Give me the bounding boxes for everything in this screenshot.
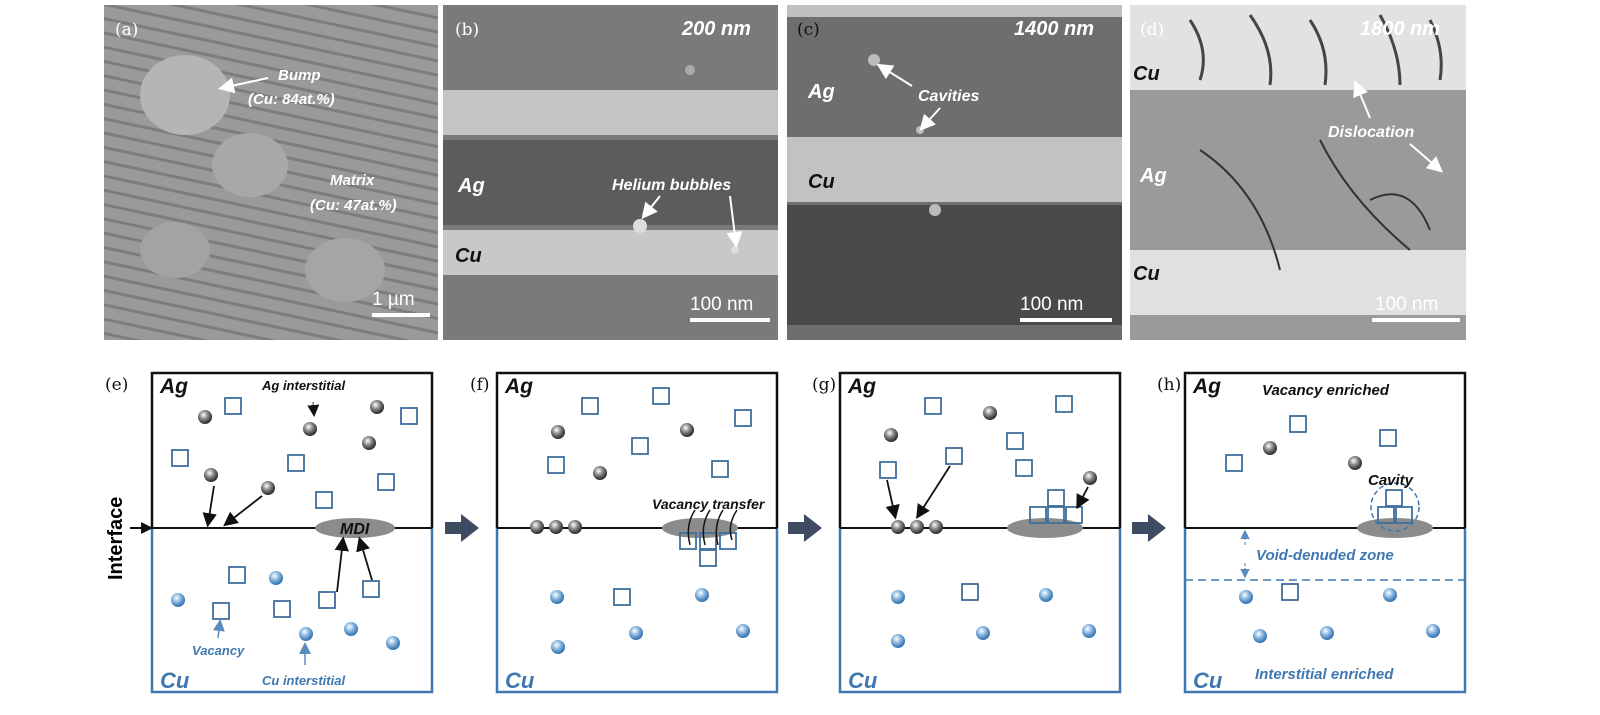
panel-c-label: (c) [797, 20, 820, 40]
depth-label: 1800 nm [1360, 18, 1440, 40]
void-denuded-zone-label: Void-denuded zone [1256, 547, 1394, 564]
helium-bubbles-label: Helium bubbles [612, 177, 731, 194]
panel-f-schematic: (f) Ag Vacancy transfer Cu [470, 371, 779, 694]
panel-a-sem-image: (a) Bump (Cu: 84at.%) Matrix (Cu: 47at.%… [104, 5, 438, 340]
panel-a-label: (a) [115, 20, 138, 40]
panel-d-tem-image: (d) 1800 nm Cu Ag Cu Dislocation 100 nm [1130, 5, 1466, 340]
cu-bottom-label: Cu [1133, 263, 1160, 285]
ag-label: Ag [159, 375, 188, 398]
cavity-outline [1370, 482, 1420, 532]
cavity-label: Cavity [1368, 472, 1414, 489]
ag-label: Ag [807, 81, 835, 103]
transition-arrows [445, 514, 1166, 542]
cavities-label: Cavities [918, 88, 979, 105]
cu-label: Cu [848, 668, 878, 693]
panel-b-label: (b) [455, 20, 479, 40]
cu-interstitials [171, 571, 400, 650]
interface-label: Interface [105, 497, 127, 580]
cu-top-label: Cu [1133, 63, 1160, 85]
ag-label: Ag [504, 375, 533, 398]
depth-label: 200 nm [681, 18, 751, 40]
arrow-right-icon [445, 514, 479, 542]
depth-label: 1400 nm [1014, 18, 1094, 40]
ag-interstitials [198, 400, 384, 495]
vacancy-transfer-label: Vacancy transfer [652, 496, 766, 512]
ag-label: Ag [457, 175, 485, 197]
cu-label: Cu [1193, 668, 1223, 693]
panel-c-tem-image: (c) 1400 nm Ag Cu Cavities 100 nm [787, 5, 1122, 340]
cu-label: Cu [160, 668, 190, 693]
mdi-label: MDI [340, 521, 370, 538]
vacancy-label: Vacancy [192, 643, 245, 658]
dislocation-label: Dislocation [1328, 124, 1414, 141]
mdi-region [315, 518, 395, 538]
interstitial-enriched-label: Interstitial enriched [1255, 666, 1394, 683]
cu-interstitial-label: Cu interstitial [262, 673, 345, 688]
panel-d-label: (d) [1140, 20, 1164, 40]
scale-bar-label: 1 µm [372, 289, 415, 310]
ag-label: Ag [847, 375, 876, 398]
scale-bar-label: 100 nm [1020, 294, 1083, 315]
panel-h-schematic: (h) Ag Vacancy enriched Cavity Void-denu… [1157, 371, 1467, 694]
panel-b-tem-image: (b) 200 nm Ag Cu Helium bubbles 100 nm [443, 5, 778, 340]
scale-bar-label: 100 nm [690, 294, 753, 315]
arrow-right-icon [788, 514, 822, 542]
cu-label: Cu [505, 668, 535, 693]
cu-label: Cu [808, 171, 835, 193]
scale-bar [1372, 318, 1460, 322]
bump-composition: (Cu: 84at.%) [248, 91, 335, 108]
scale-bar [372, 313, 430, 317]
ag-label: Ag [1192, 375, 1221, 398]
scale-bar-label: 100 nm [1375, 294, 1438, 315]
panel-g-label: (g) [812, 375, 836, 395]
panel-h-label: (h) [1157, 375, 1181, 395]
panel-f-label: (f) [470, 375, 490, 395]
panel-e-label: (e) [105, 375, 128, 395]
bump-label: Bump [278, 67, 321, 84]
matrix-label: Matrix [330, 172, 375, 189]
ag-label: Ag [1139, 165, 1167, 187]
panel-e-schematic: (e) Interface Ag Ag interstitial MDI Vac… [105, 371, 434, 694]
vacancy-enriched-label: Vacancy enriched [1262, 382, 1390, 399]
arrow-right-icon [1132, 514, 1166, 542]
vacancies [171, 397, 418, 620]
scale-bar [1020, 318, 1112, 322]
ag-interstitial-label: Ag interstitial [261, 378, 345, 393]
cu-label: Cu [455, 245, 482, 267]
panel-g-schematic: (g) Ag Cu [812, 371, 1122, 694]
scale-bar [690, 318, 770, 322]
matrix-composition: (Cu: 47at.%) [310, 197, 397, 214]
